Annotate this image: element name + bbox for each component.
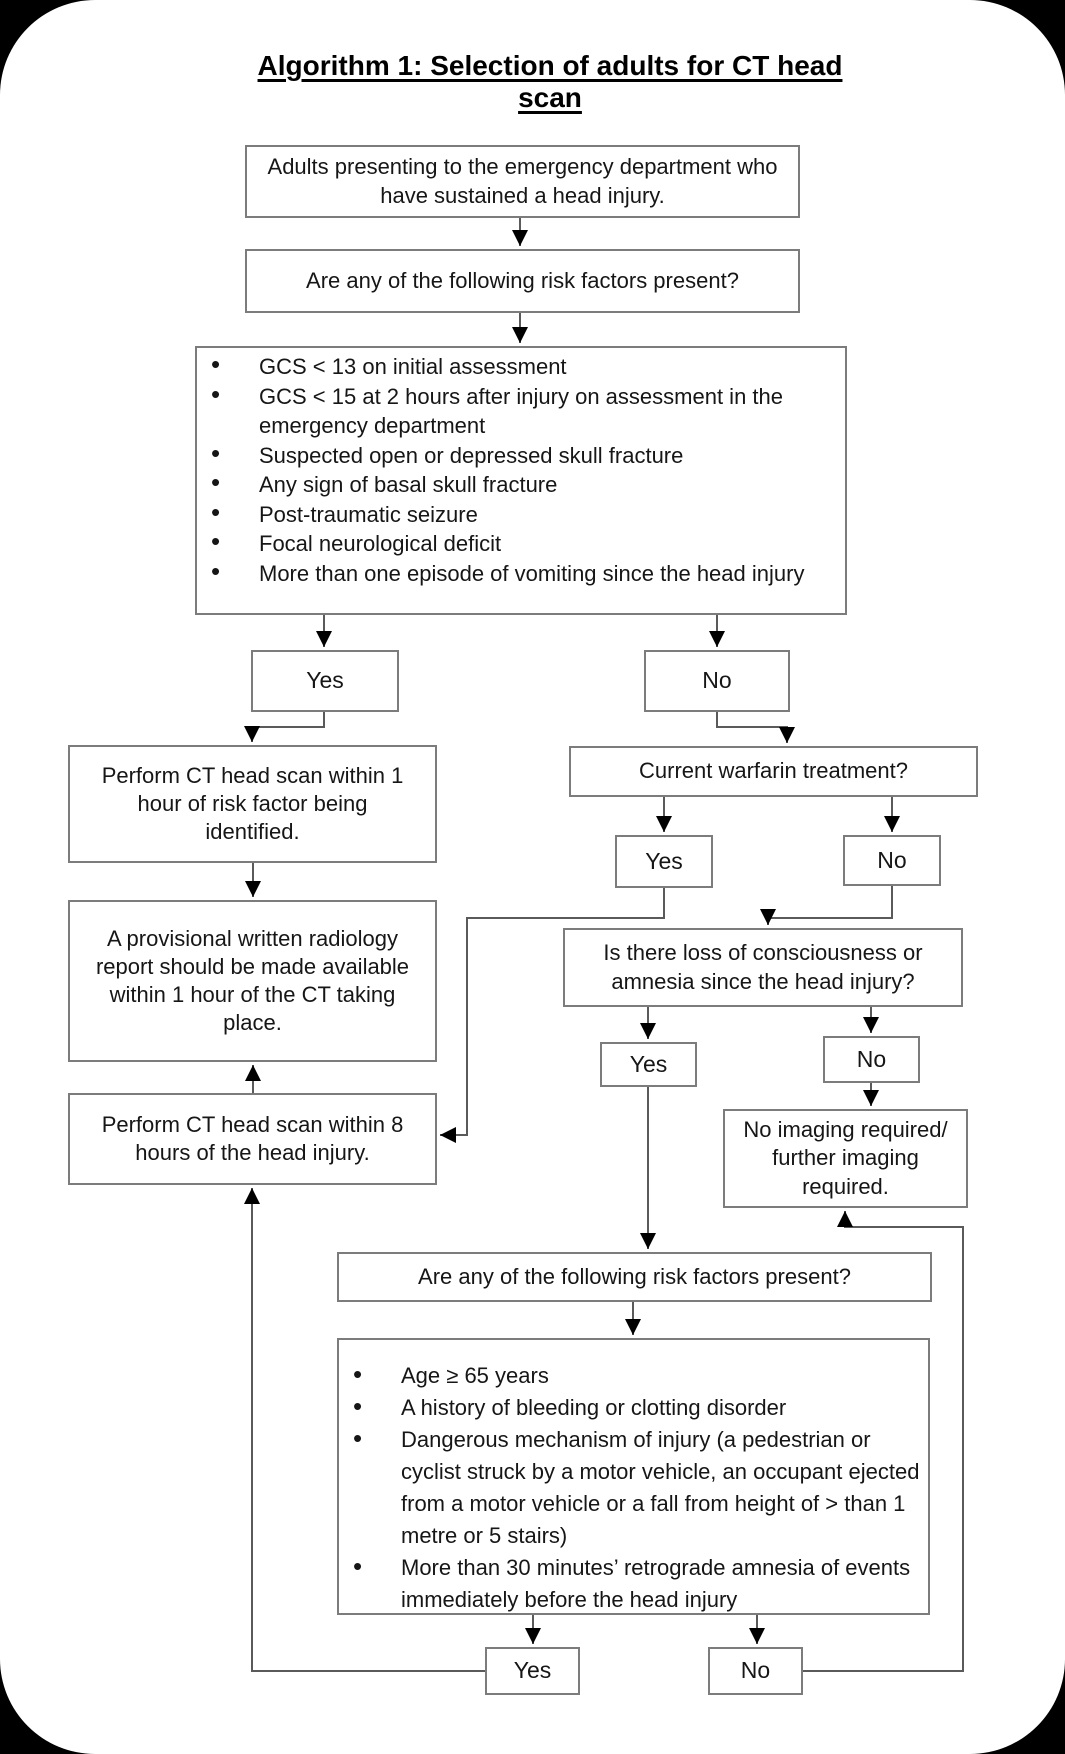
node-ct-within-1-hour-text: Perform CT head scan within 1 hour of ri… xyxy=(101,762,404,845)
bullet-item: Age ≥ 65 years xyxy=(339,1358,928,1392)
no-label: No xyxy=(877,846,907,873)
bullet-item: A history of bleeding or clotting disord… xyxy=(339,1390,928,1424)
node-loc-question-text: Is there loss of consciousness or amnesi… xyxy=(603,940,923,994)
node-ct-within-8-hours: Perform CT head scan within 8 hours of t… xyxy=(68,1093,437,1185)
risk-factors-1-list: GCS < 13 on initial assessment GCS < 15 … xyxy=(197,348,845,588)
node-no-risk-2: No xyxy=(708,1647,803,1695)
bullet-item: GCS < 15 at 2 hours after injury on asse… xyxy=(197,380,845,441)
node-radiology-report: A provisional written radiology report s… xyxy=(68,900,437,1062)
yes-label: Yes xyxy=(645,847,683,874)
node-yes-risk-1: Yes xyxy=(251,650,399,712)
yes-label: Yes xyxy=(306,667,344,694)
bullet-item: More than one episode of vomiting since … xyxy=(197,557,845,589)
node-ct-within-8-hours-text: Perform CT head scan within 8 hours of t… xyxy=(101,1111,404,1165)
node-no-imaging: No imaging required/ further imaging req… xyxy=(723,1109,968,1208)
bullet-item: Suspected open or depressed skull fractu… xyxy=(197,439,845,471)
bullet-item: More than 30 minutes’ retrograde amnesia… xyxy=(339,1550,928,1616)
node-start: Adults presenting to the emergency depar… xyxy=(245,145,800,218)
bullet-item: Post-traumatic seizure xyxy=(197,498,845,530)
node-risk-question-1-text: Are any of the following risk factors pr… xyxy=(306,267,739,293)
node-yes-risk-2: Yes xyxy=(485,1647,580,1695)
node-no-warfarin: No xyxy=(843,835,941,886)
bullet-item: GCS < 13 on initial assessment xyxy=(197,350,845,382)
yes-label: Yes xyxy=(513,1657,552,1684)
node-risk-factors-1: GCS < 13 on initial assessment GCS < 15 … xyxy=(195,346,847,615)
node-risk-question-2-text: Are any of the following risk factors pr… xyxy=(418,1263,851,1289)
node-no-loc: No xyxy=(823,1036,920,1083)
node-warfarin-question-text: Current warfarin treatment? xyxy=(639,758,908,784)
node-risk-question-2: Are any of the following risk factors pr… xyxy=(337,1252,932,1302)
bullet-item: Any sign of basal skull fracture xyxy=(197,468,845,500)
risk-factors-2-list: Age ≥ 65 years A history of bleeding or … xyxy=(339,1340,928,1616)
node-risk-question-1: Are any of the following risk factors pr… xyxy=(245,249,800,313)
node-yes-warfarin: Yes xyxy=(615,835,713,888)
yes-label: Yes xyxy=(629,1050,668,1077)
no-label: No xyxy=(856,1045,887,1072)
no-label: No xyxy=(702,667,732,694)
no-label: No xyxy=(740,1657,771,1684)
bullet-item: Dangerous mechanism of injury (a pedestr… xyxy=(339,1422,928,1552)
node-radiology-report-text: A provisional written radiology report s… xyxy=(95,925,410,1036)
node-no-imaging-text: No imaging required/ further imaging req… xyxy=(743,1117,948,1199)
node-start-text: Adults presenting to the emergency depar… xyxy=(267,154,778,208)
bullet-item: Focal neurological deficit xyxy=(197,527,845,559)
page-title: Algorithm 1: Selection of adults for CT … xyxy=(257,50,843,113)
node-no-risk-1: No xyxy=(644,650,790,712)
node-ct-within-1-hour: Perform CT head scan within 1 hour of ri… xyxy=(68,745,437,863)
node-warfarin-question: Current warfarin treatment? xyxy=(569,746,978,797)
node-risk-factors-2: Age ≥ 65 years A history of bleeding or … xyxy=(337,1338,930,1615)
node-loc-question: Is there loss of consciousness or amnesi… xyxy=(563,928,963,1007)
node-yes-loc: Yes xyxy=(600,1042,697,1087)
